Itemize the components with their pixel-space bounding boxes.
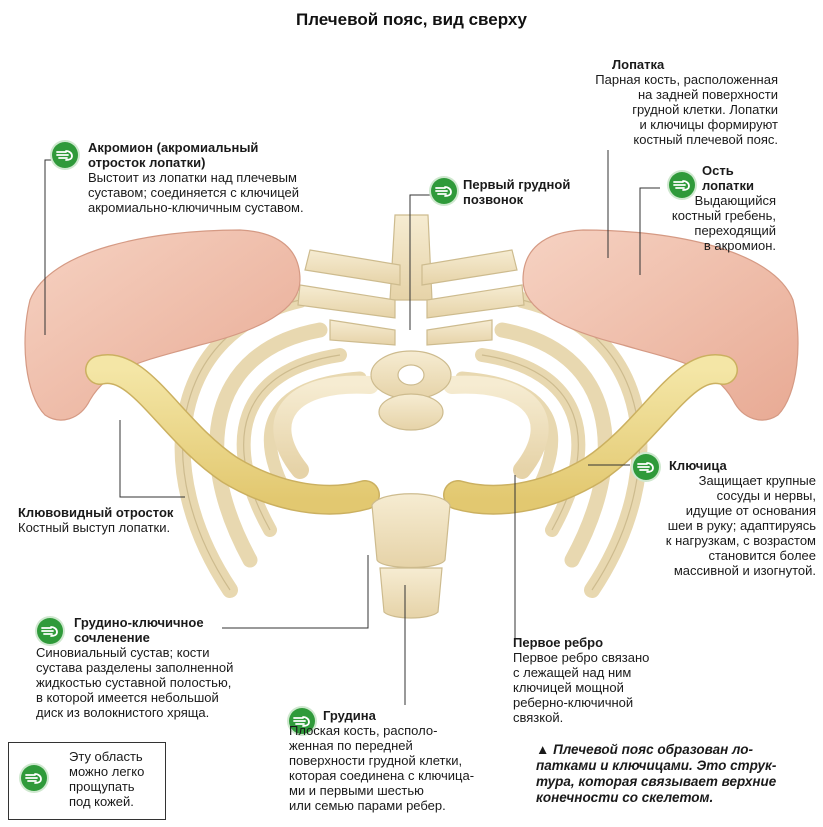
label-spine-text: Выдающийся костный гребень, переходящий …	[671, 193, 776, 253]
palpation-hand-icon	[633, 454, 659, 480]
label-scapula-text: Парная кость, расположенная на задней по…	[595, 72, 778, 147]
label-first-vertebra: Первый грудной позвонок	[463, 177, 603, 207]
label-scapula-heading: Лопатка	[612, 57, 665, 72]
label-first-rib-text: Первое ребро связано с лежащей над ним к…	[513, 650, 650, 725]
clavicles	[85, 354, 738, 515]
label-acromion: Акромион (акромиальный отросток лопатки)…	[88, 140, 348, 215]
label-scapula: Лопатка Парная кость, расположенная на з…	[566, 57, 778, 147]
label-coracoid: Клювовидный отросток Костный выступ лопа…	[18, 505, 218, 535]
label-sternoclavicular: Грудино-ключичное сочленение Синовиальны…	[36, 615, 276, 720]
sternum	[371, 493, 451, 619]
palpation-hand-icon	[52, 142, 78, 168]
label-sternum-heading: Грудина	[323, 708, 376, 723]
label-clavicle-heading: Ключица	[669, 458, 727, 473]
label-sternum: Грудина Плоская кость, располо- женная п…	[289, 708, 499, 813]
page-title: Плечевой пояс, вид сверху	[295, 10, 527, 29]
label-sternum-text: Плоская кость, располо- женная по передн…	[289, 723, 475, 813]
label-sternoclavicular-heading: Грудино-ключичное сочленение	[74, 615, 204, 645]
palpation-hand-icon	[431, 178, 457, 204]
legend-text: Эту область можно легко прощупать под ко…	[69, 749, 145, 809]
label-clavicle-text: Защищает крупные сосуды и нервы, идущие …	[665, 473, 816, 578]
figure-caption: ▲ Плечевой пояс образован ло- патками и …	[536, 742, 777, 805]
label-sternoclavicular-text: Синовиальный сустав; кости сустава разде…	[36, 645, 234, 720]
label-acromion-text: Выстоит из лопатки над плечевым суставом…	[88, 170, 304, 215]
palpation-hand-icon	[669, 172, 695, 198]
label-first-vertebra-heading: Первый грудной позвонок	[463, 177, 571, 207]
label-spine-heading: Ость лопатки	[702, 163, 754, 193]
label-acromion-heading: Акромион (акромиальный отросток лопатки)	[88, 140, 259, 170]
label-first-rib: Первое ребро Первое ребро связано с лежа…	[513, 635, 683, 725]
palpation-hand-icon	[37, 618, 63, 644]
first-rib	[273, 375, 549, 479]
leader-lines	[44, 150, 660, 705]
first-thoracic-vertebra	[370, 350, 452, 431]
label-coracoid-text: Костный выступ лопатки.	[18, 520, 171, 535]
label-coracoid-heading: Клювовидный отросток	[18, 505, 174, 520]
label-first-rib-heading: Первое ребро	[513, 635, 604, 650]
label-clavicle: Ключица Защищает крупные сосуды и нервы,…	[631, 458, 816, 578]
palpation-hand-icon	[21, 765, 47, 791]
legend-box: Эту область можно легко прощупать под ко…	[8, 742, 166, 820]
vertebral-column	[297, 214, 525, 346]
label-spine-of-scapula: Ость лопатки Выдающийся костный гребень,…	[666, 163, 816, 253]
palpation-hand-icon	[289, 708, 315, 734]
